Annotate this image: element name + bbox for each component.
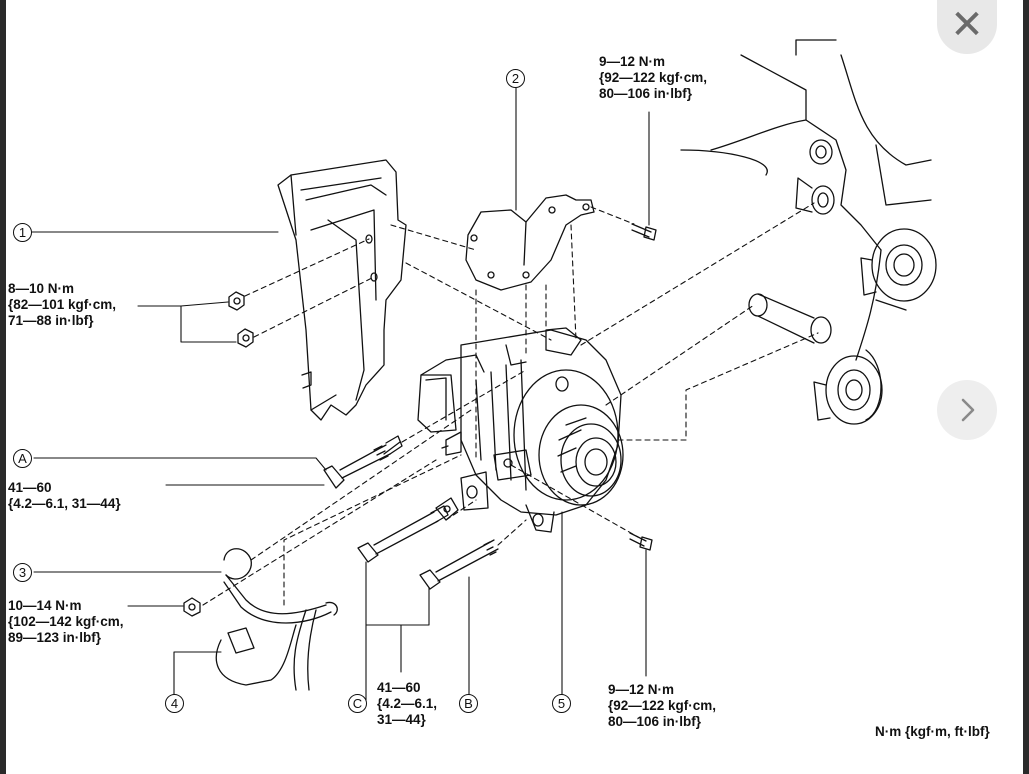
wiring-harness — [215, 548, 338, 691]
callout-1: 1 — [13, 223, 32, 242]
image-viewer: 1 2 A 3 4 C B 5 9—12 N·m {92—122 kgf·cm,… — [6, 0, 1023, 774]
callout-a: A — [13, 449, 32, 468]
leader-lines — [31, 87, 650, 704]
alternator — [417, 327, 624, 533]
bolt-a — [323, 435, 403, 489]
torque-label-bottom-bolt: 9—12 N·m {92—122 kgf·cm, 80—106 in·lbf} — [608, 682, 717, 729]
small-bolt-top — [631, 223, 657, 241]
alignment-lines — [202, 202, 819, 606]
torque-label-bolts-bc: 41—60 {4.2—6.1, 31—44} — [377, 680, 438, 727]
callout-4: 4 — [165, 694, 184, 713]
terminal-nut — [183, 597, 201, 617]
torque-label-bolt-a: 41—60 {4.2—6.1, 31—44} — [8, 480, 121, 511]
callout-3: 3 — [13, 563, 32, 582]
callout-2: 2 — [506, 69, 525, 88]
chevron-right-icon — [961, 398, 975, 422]
alternator-cover — [277, 159, 407, 421]
small-bolt-bottom — [629, 532, 653, 551]
callout-5: 5 — [552, 694, 571, 713]
callout-c: C — [348, 694, 367, 713]
bolt-b — [419, 539, 499, 590]
callout-b: B — [459, 694, 478, 713]
torque-label-top-bolt: 9—12 N·m {92—122 kgf·cm, 80—106 in·lbf} — [599, 54, 708, 101]
mounting-bracket — [465, 194, 595, 291]
close-icon: ✕ — [950, 2, 984, 48]
torque-label-cover-nuts: 8—10 N·m {82—101 kgf·cm, 71—88 in·lbf} — [8, 281, 117, 328]
next-button[interactable] — [937, 380, 997, 440]
engine-block — [680, 39, 937, 425]
units-legend: N·m {kgf·m, ft·lbf} — [875, 724, 990, 739]
bolt-c — [357, 505, 449, 563]
torque-label-terminal-nut: 10—14 N·m {102—142 kgf·cm, 89—123 in·lbf… — [8, 598, 124, 645]
close-button[interactable]: ✕ — [937, 0, 997, 54]
cover-nuts — [228, 291, 254, 348]
alternator-exploded-diagram — [31, 39, 937, 704]
